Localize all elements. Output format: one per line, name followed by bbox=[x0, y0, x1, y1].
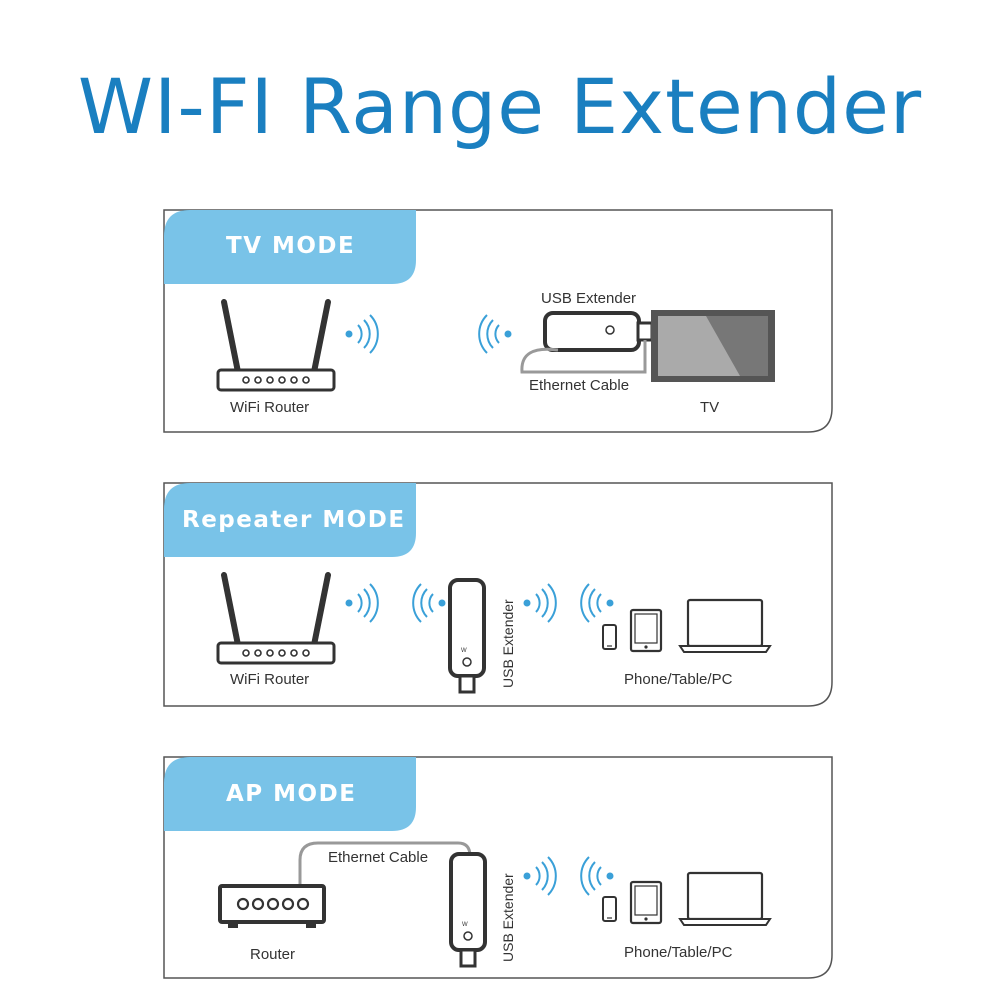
tv-icon bbox=[651, 310, 775, 382]
ap-extender-label: USB Extender bbox=[500, 873, 516, 962]
ap-mode-tab: AP MODE bbox=[226, 781, 357, 807]
phone-icon bbox=[602, 896, 617, 922]
ap-clients-label: Phone/Table/PC bbox=[624, 944, 733, 961]
tablet-icon bbox=[629, 880, 663, 925]
repeater-mode-tab: Repeater MODE bbox=[182, 507, 406, 533]
tv-cable-label: Ethernet Cable bbox=[529, 377, 630, 394]
ethernet-router-icon bbox=[218, 884, 326, 928]
tv-extender-label: USB Extender bbox=[541, 290, 637, 307]
repeater-clients-label: Phone/Table/PC bbox=[624, 671, 733, 688]
tv-label: TV bbox=[700, 399, 720, 416]
ap-router-label: Router bbox=[250, 946, 296, 963]
usb-extender-icon bbox=[449, 852, 487, 968]
tv-mode-tab: TV MODE bbox=[226, 233, 356, 259]
tv-router-label: WiFi Router bbox=[230, 399, 310, 416]
repeater-router-label: WiFi Router bbox=[230, 671, 310, 688]
ap-cable-label: Ethernet Cable bbox=[328, 849, 429, 866]
laptop-icon bbox=[678, 871, 772, 927]
page-title: WI-FI Range Extender bbox=[77, 62, 923, 151]
